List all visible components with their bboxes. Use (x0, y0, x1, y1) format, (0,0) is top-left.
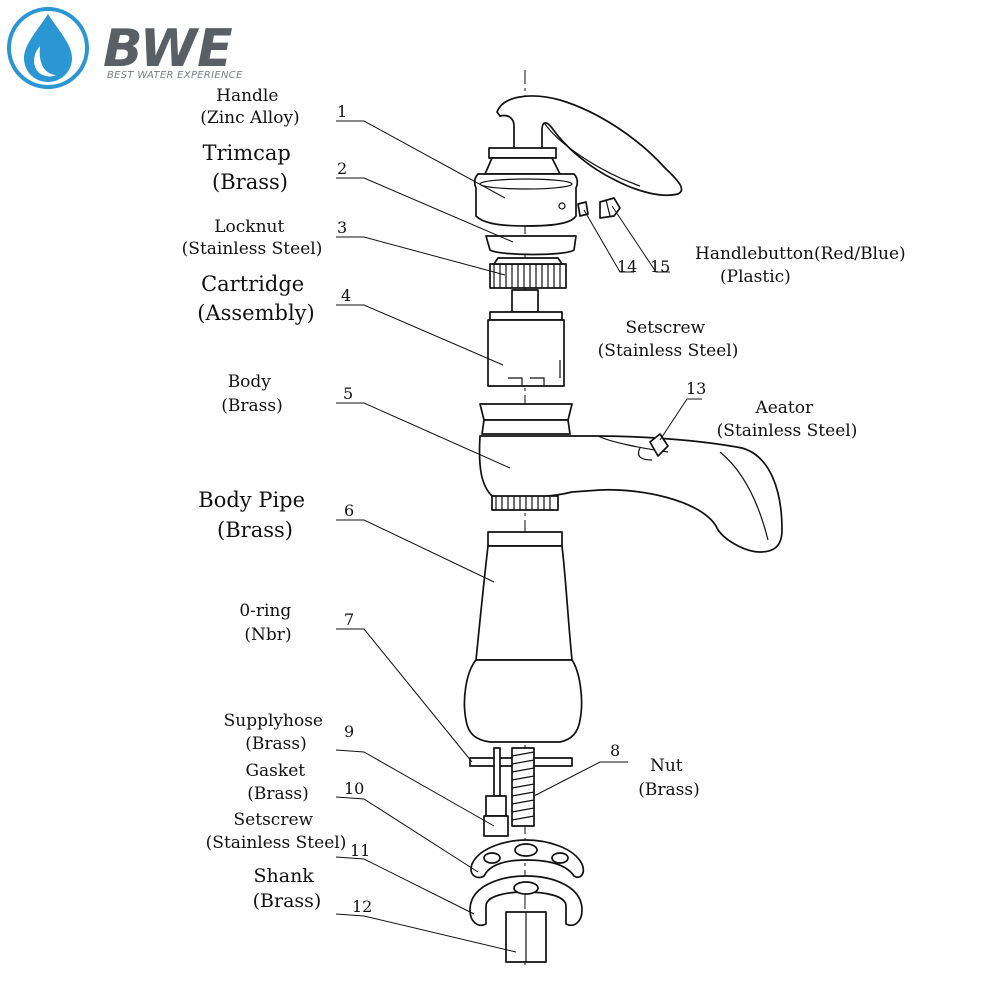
label-gasket: Gasket (Brass) (245, 761, 310, 804)
label-nut: Nut (Brass) (638, 756, 699, 800)
part-labels: Handle (Zinc Alloy) Trimcap (Brass) Lock… (182, 86, 911, 912)
leader-5 (336, 402, 511, 469)
part-number-9: 9 (344, 722, 354, 741)
part-number-8: 8 (610, 741, 620, 760)
locknut-part (485, 235, 577, 256)
part-number-10: 10 (344, 779, 364, 798)
leader-8 (533, 761, 628, 797)
leader-6 (336, 519, 495, 583)
leader-15 (611, 205, 670, 273)
leader-12 (335, 913, 517, 953)
part-number-3: 3 (337, 218, 347, 237)
brand-name: BWE (103, 19, 233, 79)
supply-hose-part (483, 747, 509, 837)
leader-7 (336, 628, 473, 763)
label-setscrew-11: Setscrew (Stainless Steel) (206, 810, 347, 853)
shank-part (505, 911, 547, 963)
label-handle: Handle (Zinc Alloy) (200, 86, 299, 128)
part-number-11: 11 (350, 841, 370, 860)
label-shank: Shank (Brass) (253, 863, 322, 912)
leader-2 (336, 177, 514, 243)
label-supplyhose: Supplyhose (Brass) (224, 711, 329, 754)
part-number-12: 12 (352, 897, 372, 916)
part-number-15: 15 (650, 257, 670, 276)
leader-lines (335, 120, 702, 953)
label-body-pipe: Body Pipe (Brass) (198, 488, 311, 542)
leader-13 (659, 398, 702, 441)
label-o-ring: 0-ring (Nbr) (239, 601, 296, 645)
part-number-7: 7 (344, 610, 354, 629)
label-handlebutton: Handlebutton(Red/Blue) (Plastic) (695, 244, 911, 287)
cartridge-part (487, 289, 565, 387)
leader-9 (335, 749, 495, 827)
leader-1 (336, 120, 506, 199)
part-number-14: 14 (617, 257, 637, 276)
gasket-part (470, 839, 585, 879)
trimcap-part (473, 147, 579, 227)
brand-logo: BWE BEST WATER EXPERIENCE (7, 7, 243, 89)
label-locknut: Locknut (Stainless Steel) (182, 217, 323, 259)
part-number-6: 6 (344, 501, 354, 520)
body-pipe-part (463, 531, 583, 743)
body-part (478, 403, 783, 553)
label-setscrew-14: Setscrew (Stainless Steel) (598, 318, 739, 361)
leader-3 (336, 236, 506, 276)
label-aeator: Aeator (Stainless Steel) (717, 398, 858, 441)
nut-part (511, 747, 535, 827)
brand-tagline: BEST WATER EXPERIENCE (107, 70, 243, 81)
leader-11 (335, 856, 475, 915)
label-body: Body (Brass) (221, 372, 282, 416)
water-drop-icon (7, 7, 89, 89)
part-number-13: 13 (686, 379, 706, 398)
handle-part (496, 95, 683, 197)
setscrew-ring-part (469, 875, 583, 927)
threaded-ring-part (489, 257, 567, 289)
part-number-2: 2 (337, 159, 347, 178)
leader-10 (335, 796, 479, 873)
part-number-4: 4 (341, 286, 351, 305)
part-number-5: 5 (343, 384, 353, 403)
part-number-1: 1 (337, 102, 347, 121)
leader-4 (336, 304, 504, 366)
label-trimcap: Trimcap (Brass) (202, 141, 297, 194)
label-cartridge: Cartridge (Assembly) (197, 272, 314, 325)
part-numbers: 1 2 3 4 5 6 7 8 9 10 11 12 13 14 15 (337, 102, 706, 916)
leader-14 (583, 209, 634, 273)
handle-button-part (599, 197, 621, 219)
